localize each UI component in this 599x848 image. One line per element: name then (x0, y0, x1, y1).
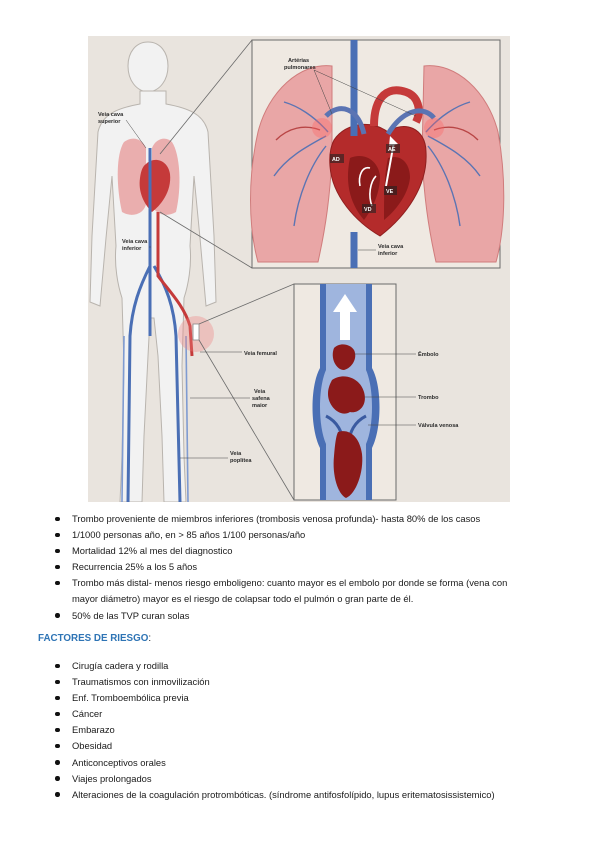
list-item: Recurrencia 25% a los 5 años (55, 559, 555, 575)
list-item: Alteraciones de la coagulación protrombó… (55, 787, 555, 803)
anatomy-illustration: Veia cava superior Veia cava inferior Ar… (88, 36, 510, 502)
label-vena-cava-superior-1: Veia cava (98, 112, 124, 118)
bullet-dot (55, 711, 60, 717)
list-item: Viajes prolongados (55, 771, 555, 787)
bullet-dot (55, 679, 60, 685)
label-vena-cava-superior-2: superior (98, 119, 121, 125)
list-item: Cirugía cadera y rodilla (55, 658, 555, 674)
list-item: Obesidad (55, 738, 555, 754)
risk-factors-heading: FACTORES DE RIESGO: (38, 633, 152, 644)
label-thrombus: Trombo (418, 395, 439, 401)
bullet-dot (55, 695, 60, 701)
label-ae: AE (388, 147, 396, 153)
list-item: Cáncer (55, 706, 555, 722)
bullet-dot (55, 548, 60, 554)
bullet-dot (55, 613, 60, 618)
bullet-dot (55, 532, 60, 538)
label-vena-cava-inferior-heart-1: Veia cava (378, 244, 404, 250)
label-popliteal-vein-2: poplítea (230, 458, 252, 464)
label-ve: VE (386, 189, 394, 195)
label-saphenous-vein-1: Veia (254, 389, 266, 395)
bullet-dot (55, 760, 60, 765)
label-ad: AD (332, 157, 340, 163)
label-saphenous-vein-3: maior (252, 403, 268, 409)
list-item: Anticonceptivos orales (55, 755, 555, 771)
label-vena-cava-inferior-body-1: Veia cava (122, 239, 148, 245)
label-popliteal-vein-1: Veia (230, 451, 242, 457)
list-item: Enf. Tromboembólica previa (55, 690, 555, 706)
thrombus-inset (198, 283, 397, 501)
bullet-dot (55, 564, 60, 570)
list-item: 50% de las TVP curan solas (55, 608, 555, 624)
bullet-dot (55, 727, 60, 733)
main-bullet-list: Trombo proveniente de miembros inferiore… (55, 511, 555, 624)
list-item: Trombo más distal- menos riesgo embolige… (55, 575, 555, 607)
label-saphenous-vein-2: safena (252, 396, 271, 402)
label-embolus: Êmbolo (418, 350, 439, 358)
list-item: Mortalidad 12% al mes del diagnostico (55, 543, 555, 559)
bullet-dot (55, 580, 60, 586)
list-item: Traumatismos con inmovilización (55, 674, 555, 690)
list-item: Trombo proveniente de miembros inferiore… (55, 511, 555, 527)
bullet-dot (55, 792, 60, 797)
label-vena-cava-inferior-heart-2: inferior (378, 251, 398, 257)
bullet-dot (55, 743, 60, 749)
bullet-dot (55, 516, 60, 521)
human-body (89, 41, 217, 502)
bullet-dot (55, 776, 60, 781)
label-pulmonary-arteries-1: Artérias (288, 58, 309, 64)
heart-lungs-inset (159, 39, 505, 269)
label-vena-cava-inferior-body-2: inferior (122, 246, 142, 252)
label-femoral-vein: Veia femural (244, 351, 277, 357)
list-item: 1/1000 personas año, en > 85 años 1/100 … (55, 527, 555, 543)
label-vd: VD (364, 207, 372, 213)
bullet-dot (55, 663, 60, 668)
label-venous-valve: Válvula venosa (418, 423, 459, 429)
list-item: Embarazo (55, 722, 555, 738)
label-pulmonary-arteries-2: pulmonares (284, 65, 316, 71)
risk-factors-list: Cirugía cadera y rodilla Traumatismos co… (55, 658, 555, 803)
